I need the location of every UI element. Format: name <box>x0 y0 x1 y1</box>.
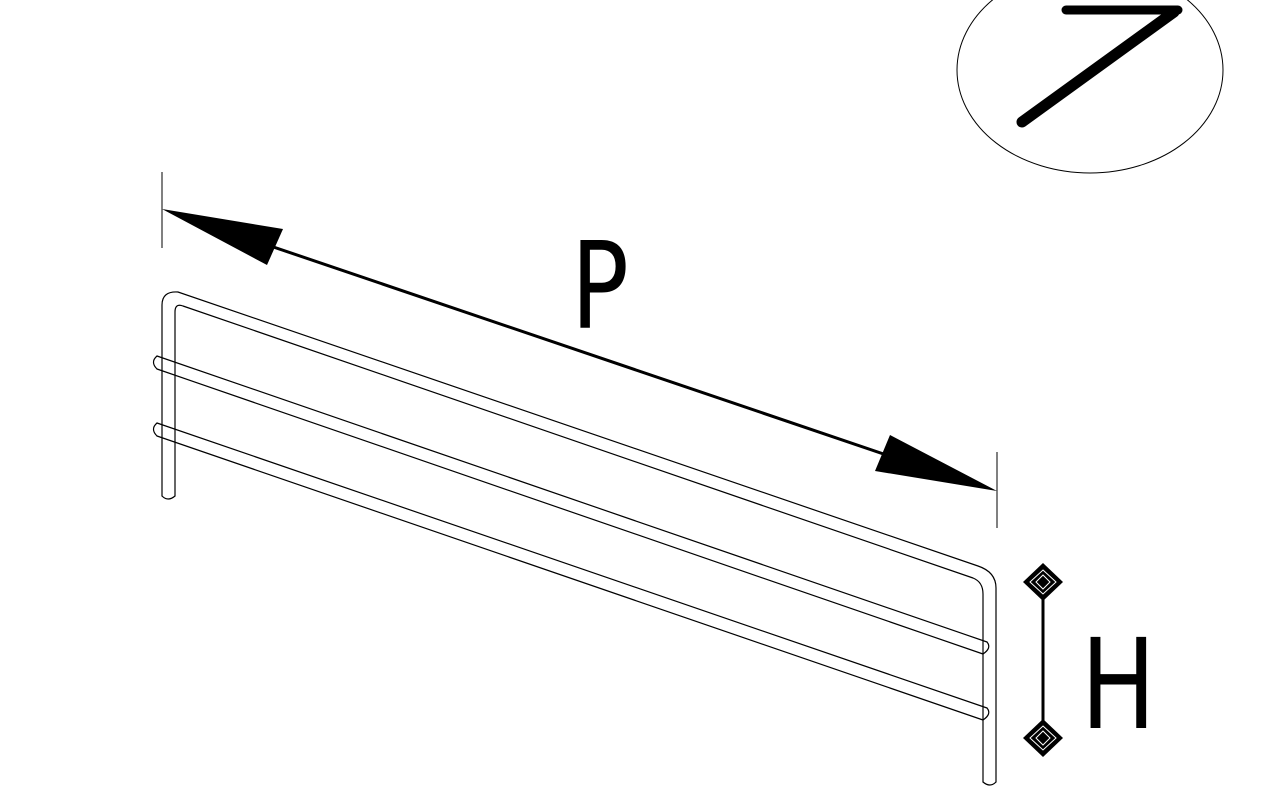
item-badge: 7 <box>956 0 1224 174</box>
badge-ellipse <box>956 0 1224 174</box>
height-marker-top <box>1023 563 1063 601</box>
right-post-end <box>982 781 997 786</box>
dimension-length-label: P <box>571 216 629 356</box>
left-post-end <box>161 495 176 500</box>
dimension-line <box>184 215 976 487</box>
middle-rail <box>152 355 990 655</box>
railing <box>152 291 997 786</box>
bottom-rail <box>152 422 990 721</box>
badge-number-glyph <box>1016 5 1183 128</box>
top-rail <box>161 291 997 783</box>
dimension-arrowhead-right <box>875 435 997 491</box>
length-dimension: P <box>161 172 998 528</box>
dimension-height-label: H <box>1081 612 1156 758</box>
height-marker-bottom <box>1023 719 1063 757</box>
height-dimension: H <box>1023 563 1156 758</box>
dimension-arrowhead-left <box>162 209 283 265</box>
